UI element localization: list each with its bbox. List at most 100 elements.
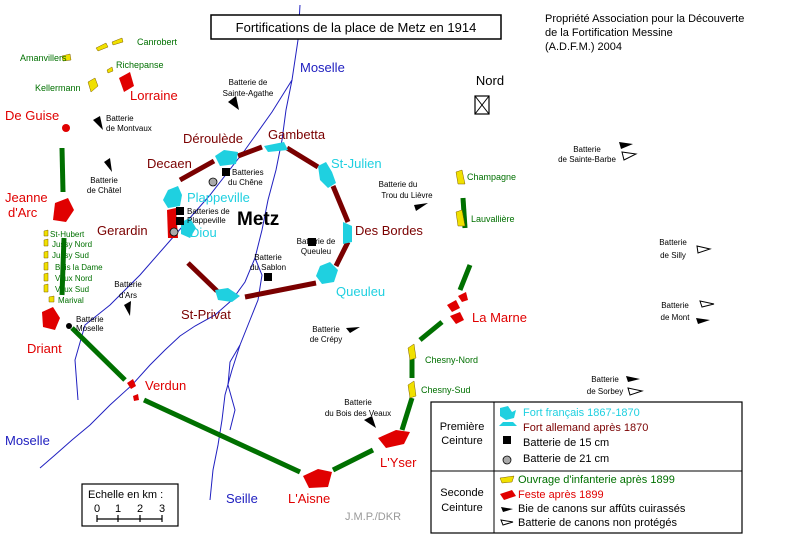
feste-label-verdun: Verdun (145, 378, 186, 393)
feste-label-la-marne: La Marne (472, 310, 527, 325)
legend-french-fort: Fort français 1867-1870 (523, 407, 640, 419)
feste-label-de-guise: De Guise (5, 108, 59, 123)
work-label-amanvillers: Amanvillers (20, 53, 67, 63)
svg-text:Batterie: Batterie (76, 315, 104, 324)
seille-branch (227, 344, 241, 431)
work-label-richepanse: Richepanse (116, 60, 164, 70)
battery-sainte-barbe: Batterie de Sainte-Barbe (558, 145, 616, 164)
work-label-chesny-sud: Chesny-Sud (421, 385, 471, 395)
moselle-label-west: Moselle (5, 433, 50, 448)
svg-text:de Crépy: de Crépy (310, 335, 342, 344)
svg-text:Batterie: Batterie (659, 238, 687, 247)
battery-bois-des-veaux: Batterie du Bois des Veaux (325, 398, 391, 418)
legend-unprotected-battery: Batterie de canons non protégés (518, 517, 678, 529)
legend-battery-15: Batterie de 15 cm (523, 437, 609, 449)
svg-text:de Silly: de Silly (660, 251, 686, 260)
feste-shapes (42, 72, 468, 488)
moselle-river (39, 4, 301, 469)
legend-feste: Feste après 1899 (518, 489, 604, 501)
svg-text:Queuleu: Queuleu (301, 247, 331, 256)
title-box: Fortifications de la place de Metz en 19… (210, 14, 502, 40)
legend: Première Ceinture Seconde Ceinture Fort … (430, 401, 743, 534)
battery-plappeville: Batteries de Plappeville (187, 207, 230, 225)
svg-text:Trou du Lièvre: Trou du Lièvre (381, 191, 433, 200)
french-fort-diou-shape (181, 218, 196, 238)
svg-text:Batterie: Batterie (90, 176, 118, 185)
feste-label-lorraine: Lorraine (130, 88, 178, 103)
svg-text:de Mont: de Mont (661, 313, 691, 322)
svg-text:Moselle: Moselle (76, 324, 104, 333)
work-label-chesny-nord: Chesny-Nord (425, 355, 478, 365)
svg-text:Seconde: Seconde (440, 487, 483, 499)
svg-text:du Sablon: du Sablon (250, 263, 286, 272)
work-label-bois-la-dame: Bois la Dame (55, 263, 103, 272)
svg-text:1: 1 (115, 503, 121, 515)
legend-battery-21: Batterie de 21 cm (523, 453, 609, 465)
svg-text:de Châtel: de Châtel (87, 186, 121, 195)
north-marker: Nord (474, 73, 504, 115)
svg-text:Batterie: Batterie (591, 375, 619, 384)
battery-sorbey: Batterie de Sorbey (587, 375, 623, 396)
fort-label-diou: Diou (190, 225, 217, 240)
battery-moselle: Batterie Moselle (76, 315, 104, 333)
moselle-river-west (74, 79, 293, 401)
svg-text:Ceinture: Ceinture (441, 435, 483, 447)
battery-crepy: Batterie de Crépy (310, 325, 342, 344)
battery-silly: Batterie de Silly (659, 238, 687, 260)
work-label-st-hubert: St-Hubert (50, 230, 85, 239)
svg-text:Batterie: Batterie (573, 145, 601, 154)
french-fort-queuleu-shape (316, 262, 338, 284)
scale-bar: Echelle en km : 0 1 2 3 (81, 483, 179, 527)
fort-label-plappeville: Plappeville (187, 190, 250, 205)
fort-label-decaen: Decaen (147, 156, 192, 171)
battery-ars: Batterie d'Ars (114, 280, 142, 300)
north-label: Nord (476, 73, 504, 88)
svg-text:Batterie: Batterie (114, 280, 142, 289)
work-label-canrobert: Canrobert (137, 37, 178, 47)
battery-queuleu: Batterie de Queuleu (297, 237, 336, 256)
fort-label-queuleu: Queuleu (336, 284, 385, 299)
svg-text:Batterie: Batterie (344, 398, 372, 407)
svg-text:Batterie: Batterie (312, 325, 340, 334)
svg-text:d'Ars: d'Ars (119, 291, 137, 300)
feste-label-l-yser: L'Yser (380, 455, 417, 470)
legend-infantry-work: Ouvrage d'infanterie après 1899 (518, 474, 675, 486)
battery-mont: Batterie de Mont (661, 301, 691, 322)
svg-text:Batterie: Batterie (254, 253, 282, 262)
svg-text:de Sainte-Barbe: de Sainte-Barbe (558, 155, 616, 164)
svg-text:Sainte-Agathe: Sainte-Agathe (223, 89, 274, 98)
work-label-jussy-sud: Jussy Sud (52, 251, 89, 260)
french-fort-plappeville-shape (163, 186, 182, 208)
svg-text:du Chêne: du Chêne (228, 178, 263, 187)
work-label-champagne: Champagne (467, 172, 516, 182)
svg-text:Batteries de: Batteries de (187, 207, 230, 216)
battery-sainte-agathe: Batterie de Sainte-Agathe (223, 78, 274, 98)
svg-text:Ceinture: Ceinture (441, 502, 483, 514)
svg-text:de Sorbey: de Sorbey (587, 387, 623, 396)
svg-text:Plappeville: Plappeville (187, 216, 226, 225)
svg-text:Première: Première (440, 421, 485, 433)
map-title: Fortifications de la place de Metz en 19… (236, 20, 477, 35)
svg-text:(A.D.F.M.) 2004: (A.D.F.M.) 2004 (545, 41, 622, 53)
feste-label-driant: Driant (27, 341, 62, 356)
svg-text:Batterie de: Batterie de (229, 78, 268, 87)
battery-chene: Batteries du Chêne (228, 168, 264, 187)
legend-armored-battery: Bie de canons sur affûts cuirassés (518, 503, 686, 515)
legend-german-fort: Fort allemand après 1870 (523, 422, 648, 434)
battery-sablon: Batterie du Sablon (250, 253, 286, 272)
work-label-jussy-nord: Jussy Nord (52, 240, 92, 249)
work-label-vaux-sud: Vaux Sud (55, 285, 89, 294)
svg-text:Batterie: Batterie (106, 114, 134, 123)
fort-label-des-bordes: Des Bordes (355, 223, 423, 238)
scale-title: Echelle en km : (88, 489, 163, 501)
svg-text:Propriété Association pour la: Propriété Association pour la Découverte (545, 13, 744, 25)
french-fort-st-julien-shape (318, 162, 336, 188)
seille-label: Seille (226, 491, 258, 506)
infantry-work-shapes (43, 37, 466, 399)
feste-label-l-aisne: L'Aisne (288, 491, 330, 506)
fort-label-st-julien: St-Julien (331, 156, 382, 171)
battery-trou-du-lievre: Batterie du Trou du Lièvre (379, 180, 434, 200)
work-label-marival: Marival (58, 296, 84, 305)
moselle-label-north: Moselle (300, 60, 345, 75)
